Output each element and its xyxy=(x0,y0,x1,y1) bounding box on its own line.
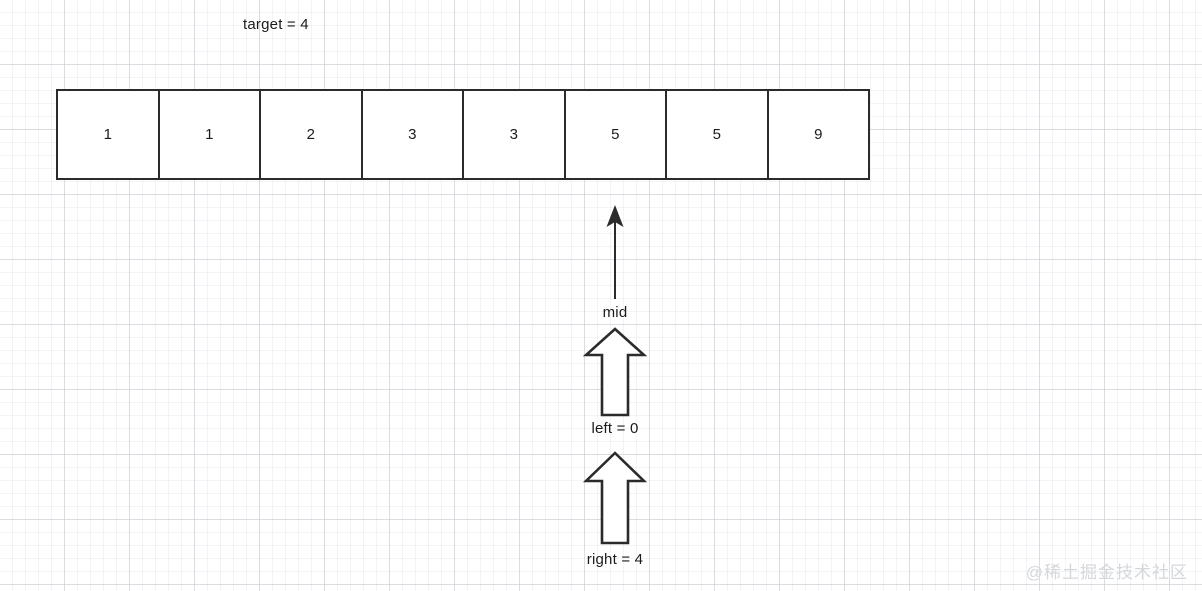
array-cell: 1 xyxy=(58,91,160,178)
array-container: 1 1 2 3 3 5 5 9 xyxy=(56,89,870,180)
left-pointer-block-arrow-icon xyxy=(583,326,647,418)
array-cell: 9 xyxy=(814,126,823,143)
array-cell: 3 xyxy=(363,91,464,178)
array-cell: 1 xyxy=(160,91,261,178)
array-cell: 5 xyxy=(667,91,769,178)
watermark: @稀土掘金技术社区 xyxy=(1025,563,1188,582)
array-cell: 2 xyxy=(261,91,363,178)
right-label: right = 4 xyxy=(586,551,644,568)
left-label: left = 0 xyxy=(591,420,639,437)
mid-pointer-arrow-icon xyxy=(592,203,638,299)
mid-label: mid xyxy=(602,304,628,321)
array-cell: 3 xyxy=(464,91,566,178)
right-pointer-block-arrow-icon xyxy=(583,450,647,546)
target-label: target = 4 xyxy=(243,16,309,33)
array-cell: 5 xyxy=(566,91,667,178)
